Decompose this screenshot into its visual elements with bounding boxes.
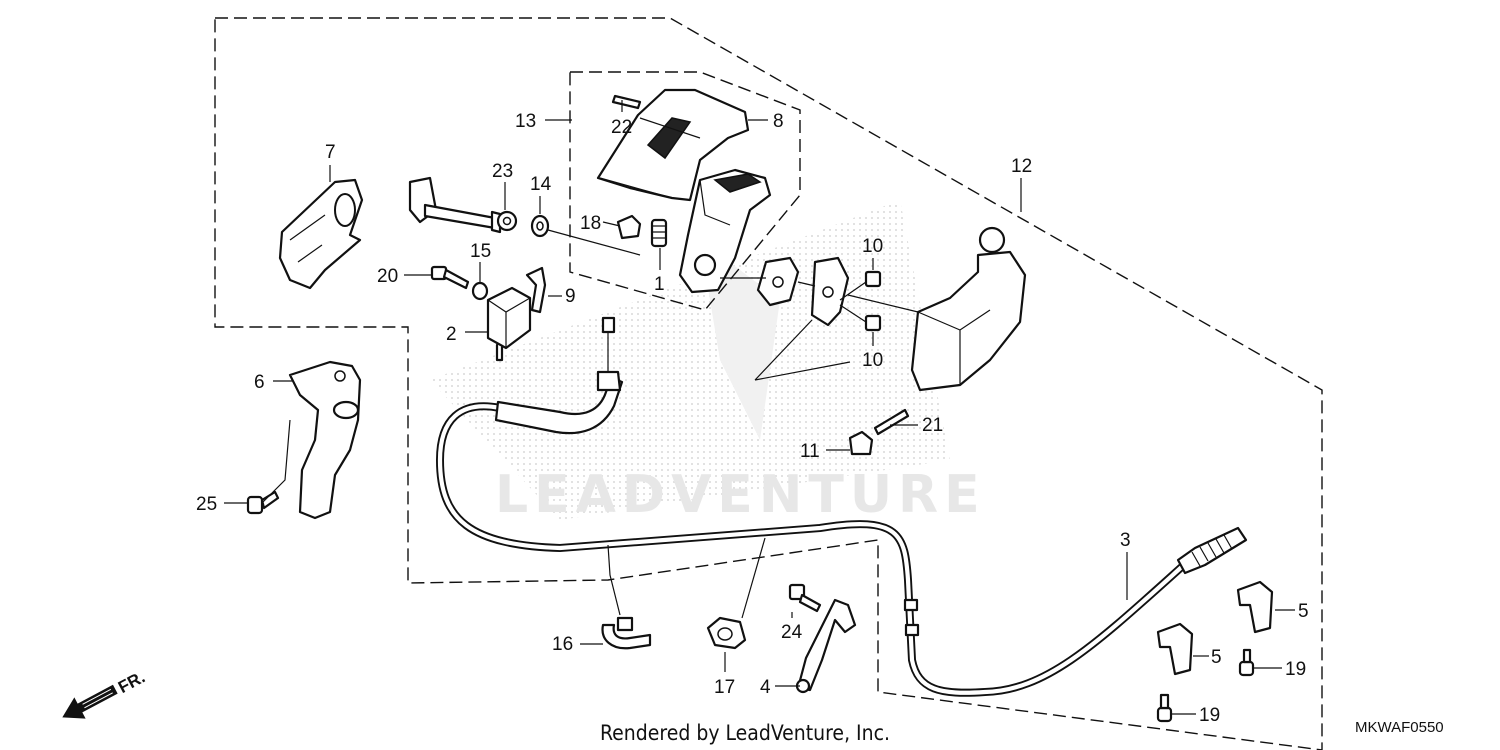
washer-part-14 (530, 214, 550, 238)
spring-part-10-upper (864, 270, 882, 288)
bracket-part-6 (288, 360, 362, 520)
watermark-text: LEADVENTURE (495, 465, 986, 525)
callout-12: 12 (1011, 156, 1032, 177)
throttle-cable (435, 316, 1248, 697)
callout-9: 9 (565, 286, 576, 307)
callout-22: 22 (611, 117, 632, 138)
callout-25: 25 (196, 494, 217, 515)
callout-4: 4 (760, 677, 771, 698)
pin-part-22 (611, 94, 642, 110)
callout-18: 18 (580, 213, 601, 234)
lever-housing (678, 168, 772, 294)
front-direction-label: FR. (115, 667, 148, 697)
callout-7: 7 (325, 142, 336, 163)
callout-20: 20 (377, 266, 398, 287)
callout-1: 1 (654, 274, 665, 295)
clamp-part-17 (706, 616, 747, 650)
front-direction-indicator: FR. (62, 667, 148, 719)
credit-text: Rendered by LeadVenture, Inc. (600, 721, 890, 745)
bolt-part-24 (788, 583, 822, 613)
bolt-part-19-lower (1156, 693, 1173, 723)
cable-tie-part-16 (601, 616, 652, 650)
diagram-code: MKWAF0550 (1355, 719, 1444, 736)
lever-subassembly-boundary (569, 71, 801, 311)
leader-lines (224, 100, 1295, 715)
callout-19-lower: 19 (1199, 705, 1220, 726)
key-knob (408, 176, 502, 234)
spring-arm-part-9 (525, 266, 547, 314)
callout-13: 13 (515, 111, 536, 132)
cable-clamp-part-5-upper (1236, 580, 1274, 634)
callout-5-lower: 5 (1211, 647, 1222, 668)
callout-5-upper: 5 (1298, 601, 1309, 622)
cable-clamp-part-5-lower (1156, 622, 1194, 676)
callout-24: 24 (781, 622, 803, 643)
callout-6: 6 (254, 372, 265, 393)
bolt-part-19-upper (1238, 648, 1255, 677)
washer-part-15 (471, 281, 489, 301)
assembly-line (547, 229, 641, 256)
spring-part-10-lower (864, 314, 882, 332)
assembly-boundary (214, 17, 1323, 750)
callout-23: 23 (492, 161, 513, 182)
pin-part-21 (873, 408, 910, 436)
bolt-part-20 (430, 265, 470, 290)
callout-8: 8 (773, 111, 784, 132)
callout-2: 2 (446, 324, 457, 345)
callout-11: 11 (800, 441, 820, 462)
callout-labels: 1 2 3 4 5 5 6 7 8 9 10 10 11 12 13 14 15… (196, 111, 1309, 726)
handle-cover-part-7 (278, 178, 364, 290)
callout-21: 21 (922, 415, 943, 436)
switch-part-2 (486, 286, 532, 362)
callout-15: 15 (470, 241, 491, 262)
callout-3: 3 (1120, 530, 1131, 551)
cam-plate (756, 256, 800, 307)
bracket-part-4 (795, 598, 857, 694)
callout-17: 17 (714, 677, 735, 698)
throttle-housing (910, 226, 1027, 392)
clip-part-11 (848, 430, 874, 456)
callout-14: 14 (530, 174, 552, 195)
callout-10-lower: 10 (862, 350, 883, 371)
nut-part-18 (616, 214, 642, 240)
lever-part-8 (596, 88, 750, 202)
cam-arm (810, 256, 850, 327)
callout-10-upper: 10 (862, 236, 883, 257)
clip-part-23 (496, 210, 518, 232)
spring-part-1 (650, 218, 668, 248)
callout-16: 16 (552, 634, 573, 655)
callout-19-upper: 19 (1285, 659, 1306, 680)
